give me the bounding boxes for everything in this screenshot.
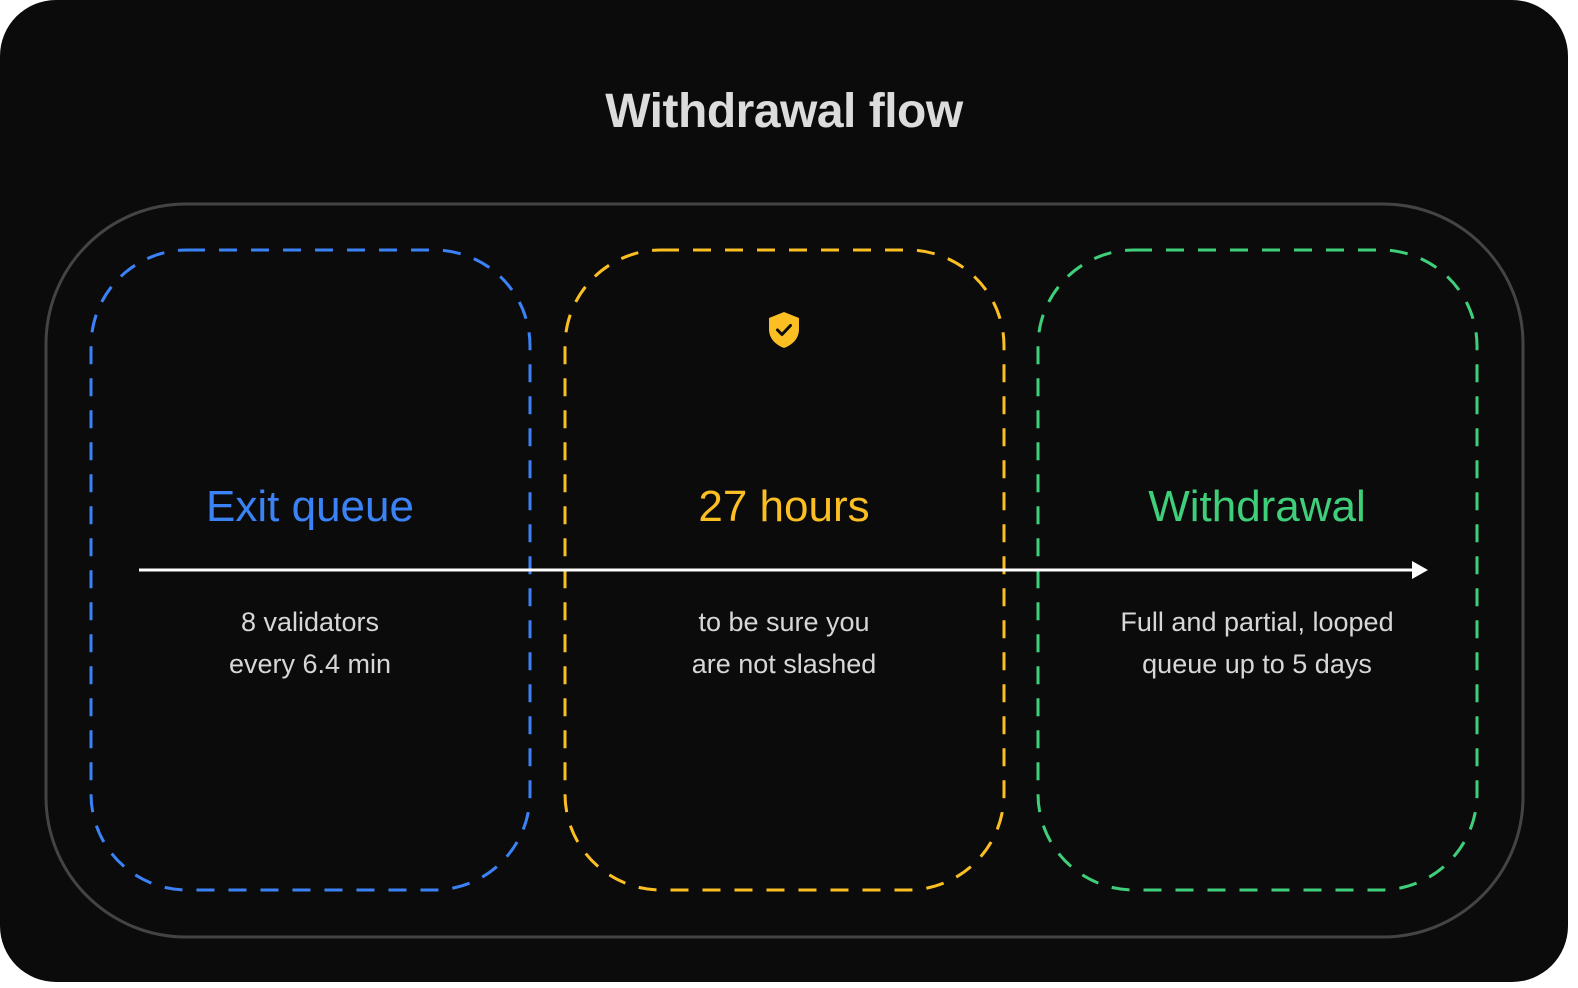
outer-container <box>44 202 1525 939</box>
hours-description: to be sure you are not slashed <box>564 601 1004 685</box>
withdrawal-description-line: queue up to 5 days <box>1142 649 1372 679</box>
hours-description-line: are not slashed <box>691 649 877 679</box>
exit-queue-description-line: every 6.4 min <box>228 649 392 679</box>
flow-arrow-head <box>1412 561 1428 579</box>
exit-queue-description: 8 validators every 6.4 min <box>90 601 530 685</box>
hours-description-line: to be sure you <box>698 607 870 637</box>
exit-queue-title: Exit queue <box>206 482 414 531</box>
shield-check-icon <box>769 312 799 348</box>
withdrawal-description: Full and partial, looped queue up to 5 d… <box>1037 601 1477 685</box>
exit-queue-description-line: 8 validators <box>240 607 380 637</box>
diagram-title: Withdrawal flow <box>605 85 963 138</box>
withdrawal-title: Withdrawal <box>1148 482 1366 531</box>
hours-title: 27 hours <box>698 482 870 531</box>
withdrawal-description-line: Full and partial, looped <box>1120 607 1394 637</box>
